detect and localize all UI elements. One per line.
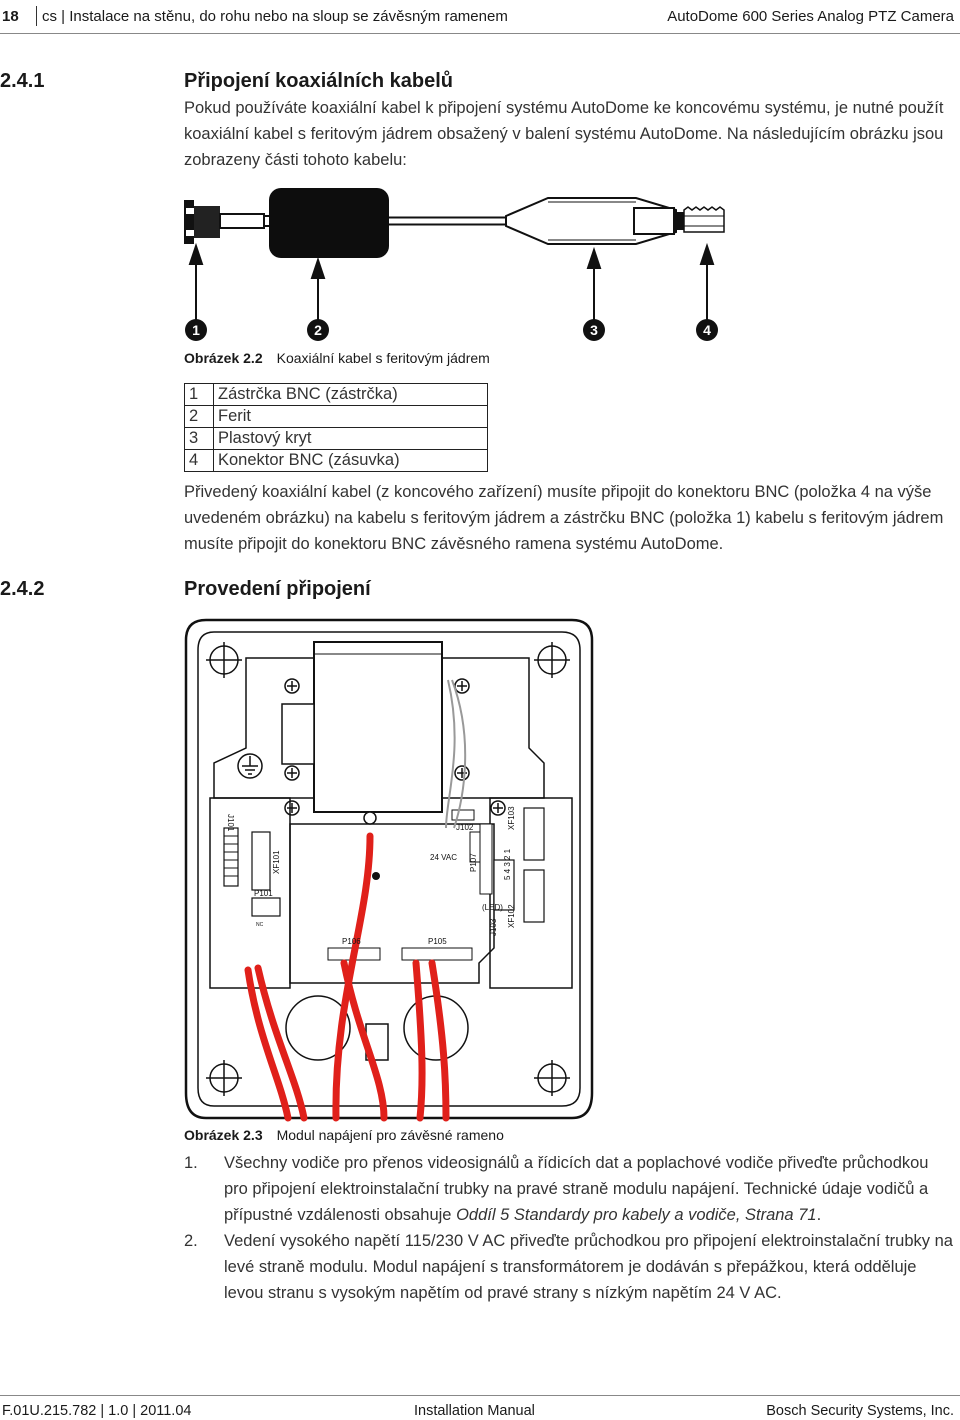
footer-company: Bosch Security Systems, Inc. (766, 1403, 954, 1419)
part-name: Konektor BNC (zásuvka) (213, 449, 488, 472)
coax-cable-figure (184, 188, 725, 320)
red-cables (244, 832, 450, 1122)
figure-label-2: Obrázek 2.3 (184, 1127, 263, 1143)
step-reference: Oddíl 5 Standardy pro kabely a vodiče, S… (456, 1206, 817, 1224)
label-p107: P107 (469, 853, 478, 872)
label-p105: P105 (428, 937, 447, 946)
footer-doc-id: F.01U.215.782 | 1.0 | 2011.04 (2, 1403, 192, 1419)
callout-4: 4 (696, 319, 718, 341)
part-name: Plastový kryt (213, 427, 488, 450)
step-text: Všechny vodiče pro přenos videosignálů a… (224, 1154, 929, 1224)
intro-paragraph: Pokud používáte koaxiální kabel k připoj… (184, 99, 944, 169)
step-number: 2. (184, 1232, 198, 1250)
part-number: 3 (184, 427, 214, 450)
callout-arrows (188, 242, 715, 320)
list-item: 2. Vedení vysokého napětí 115/230 V AC p… (184, 1228, 954, 1306)
label-led: (LED) (482, 903, 503, 912)
connection-paragraph: Přivedený koaxiální kabel (z koncového z… (184, 483, 944, 553)
mounting-holes (206, 642, 570, 1096)
label-pins: 5 4 3 2 1 (503, 848, 512, 880)
bnc-jack-icon (633, 206, 725, 235)
header-separator (36, 6, 37, 26)
ground-icon (237, 753, 263, 779)
label-j103: J103 (489, 918, 498, 936)
label-24vac: 24 VAC (430, 853, 457, 862)
figure-caption-2-2: Obrázek 2.2 Koaxiální kabel s feritovým j… (184, 350, 490, 366)
figure-label: Obrázek 2.2 (184, 350, 263, 366)
bnc-plug-icon (184, 200, 265, 244)
callout-3: 3 (583, 319, 605, 341)
power-module-figure: J101 XF101 P101 J102 XF103 24 VAC P107 5… (184, 618, 594, 1122)
part-number: 4 (184, 449, 214, 472)
screws (284, 678, 506, 816)
page-number: 18 (2, 8, 19, 25)
label-p106: P106 (342, 937, 361, 946)
footer-rule (0, 1395, 960, 1396)
part-number: 2 (184, 405, 214, 428)
label-p101: P101 (254, 889, 273, 898)
step-text: Vedení vysokého napětí 115/230 V AC přiv… (224, 1232, 953, 1302)
callout-2: 2 (307, 319, 329, 341)
footer-doc-type: Installation Manual (414, 1403, 535, 1419)
section-number: 2.4.1 (0, 70, 45, 92)
part-number: 1 (184, 383, 214, 406)
label-xf102: XF102 (507, 904, 516, 928)
header-rule (0, 33, 960, 34)
header-product: AutoDome 600 Series Analog PTZ Camera (667, 8, 954, 25)
label-xf101: XF101 (272, 850, 281, 874)
figure-caption-text-2: Modul napájení pro závěsné rameno (276, 1127, 504, 1143)
label-j102: J102 (456, 823, 474, 832)
figure-caption-text: Koaxiální kabel s feritovým jádrem (276, 350, 490, 366)
label-nc: NC (256, 922, 264, 928)
figure-caption-2-3: Obrázek 2.3 Modul napájení pro závěsné ra… (184, 1127, 504, 1143)
list-item: 1. Všechny vodiče pro přenos videosignál… (184, 1150, 954, 1228)
step-number: 1. (184, 1154, 198, 1172)
label-j101: J101 (226, 814, 235, 832)
part-name: Ferit (213, 405, 488, 428)
header-section: cs | Instalace na stěnu, do rohu nebo na… (42, 8, 508, 25)
part-name: Zástrčka BNC (zástrčka) (213, 383, 488, 406)
steps-list: 1. Všechny vodiče pro přenos videosignál… (184, 1150, 954, 1306)
label-xf103: XF103 (507, 806, 516, 830)
ferrite-icon (269, 188, 389, 258)
section-title: Připojení koaxiálních kabelů (184, 70, 453, 92)
section-title-2: Provedení připojení (184, 578, 371, 600)
step-text-end: . (816, 1206, 822, 1224)
section-number-2: 2.4.2 (0, 578, 45, 600)
callout-1: 1 (185, 319, 207, 341)
